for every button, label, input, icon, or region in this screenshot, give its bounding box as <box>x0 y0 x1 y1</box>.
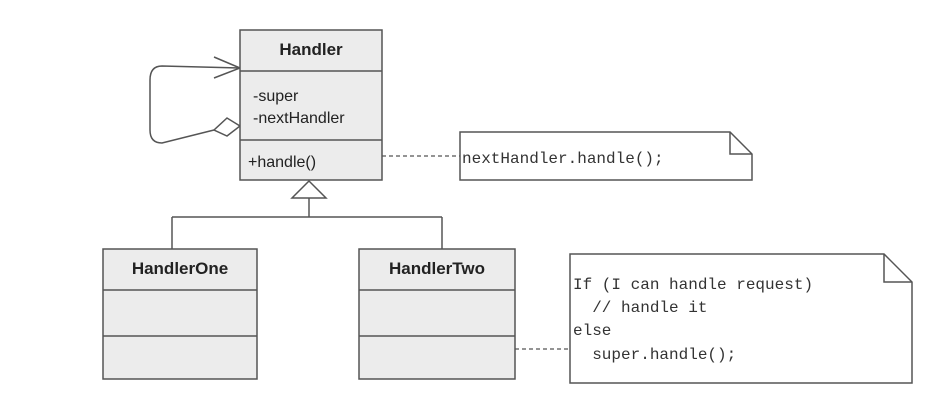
note-handler: nextHandler.handle(); <box>459 131 753 181</box>
note-handlertwo: If (I can handle request) // handle it e… <box>569 253 913 384</box>
note-handler-code: nextHandler.handle(); <box>462 150 664 168</box>
note-handlertwo-code-line-3: else <box>573 322 611 340</box>
class-handler-box <box>239 29 383 181</box>
class-handlertwo-name: HandlerTwo <box>389 259 485 278</box>
class-handlerone-name: HandlerOne <box>132 259 228 278</box>
self-association-line <box>149 65 241 144</box>
note-handlertwo-code-line-1: If (I can handle request) <box>573 276 813 294</box>
note-handlertwo-code-line-4: super.handle(); <box>573 346 736 364</box>
generalization-triangle <box>290 179 328 199</box>
class-handler-operation-handle: +handle() <box>248 154 316 171</box>
class-handlerone[interactable]: HandlerOne <box>102 248 258 380</box>
aggregation-diamond <box>212 117 242 137</box>
class-handler-attribute-super: -super <box>253 88 299 105</box>
note-handler-body <box>459 131 753 181</box>
note-handlertwo-fold <box>883 254 912 283</box>
class-handler[interactable]: Handler -super -nextHandler +handle() <box>239 29 383 181</box>
class-handlertwo[interactable]: HandlerTwo <box>358 248 516 380</box>
note-handler-fold <box>729 132 752 155</box>
note-handlertwo-body <box>569 253 913 384</box>
class-handlertwo-box <box>358 248 516 380</box>
class-handlerone-box <box>102 248 258 380</box>
class-handler-name: Handler <box>279 40 343 59</box>
class-handler-attribute-nexthandler: -nextHandler <box>253 110 345 127</box>
note-handlertwo-code-line-2: // handle it <box>573 299 707 317</box>
